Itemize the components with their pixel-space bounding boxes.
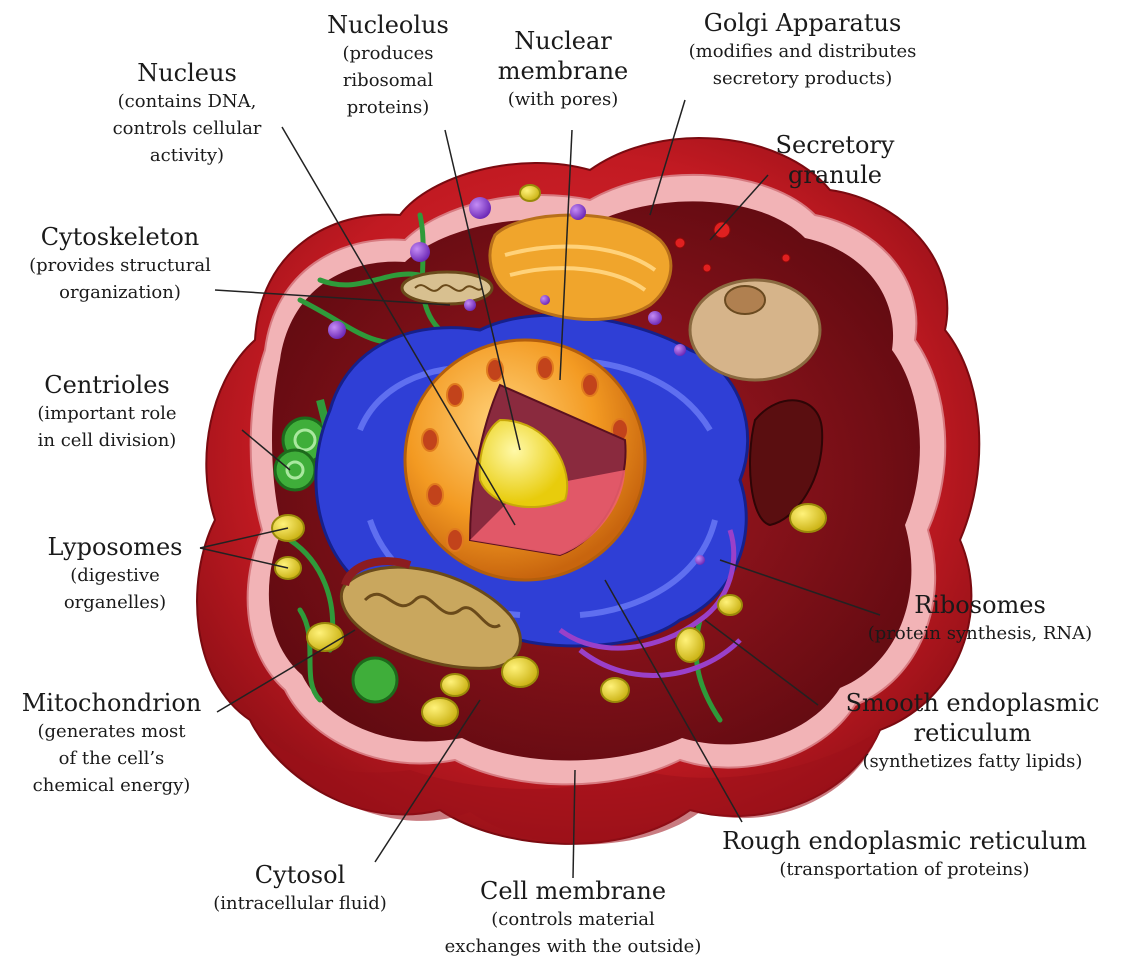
centrioles-desc-1: (important role xyxy=(12,400,202,427)
cell-membrane-desc-2: exchanges with the outside) xyxy=(418,933,728,960)
mitochondrion-desc-2: of the cell’s xyxy=(4,745,219,772)
label-smooth-er: Smooth endoplasmic reticulum (synthetize… xyxy=(825,688,1120,775)
nucleolus-desc-2: ribosomal xyxy=(318,67,458,94)
nuclear-membrane-desc-1: (with pores) xyxy=(488,86,638,113)
nucleolus-title: Nucleolus xyxy=(318,10,458,40)
label-secretory-granule: Secretory granule xyxy=(755,130,915,190)
nucleus-desc-2: controls cellular xyxy=(92,115,282,142)
lyposomes-desc-1: (digestive xyxy=(30,562,200,589)
cytoskeleton-desc-2: organization) xyxy=(0,279,240,306)
rough-er-desc-1: (transportation of proteins) xyxy=(692,856,1117,883)
nuclear-membrane-title-1: Nuclear xyxy=(488,26,638,56)
smooth-er-title-2: reticulum xyxy=(825,718,1120,748)
golgi-tan-shape xyxy=(690,280,820,380)
label-ribosomes: Ribosomes (protein synthesis, RNA) xyxy=(840,590,1120,647)
label-lyposomes: Lyposomes (digestive organelles) xyxy=(30,532,200,616)
label-cytoskeleton: Cytoskeleton (provides structural organi… xyxy=(0,222,240,306)
ribosomes-title: Ribosomes xyxy=(840,590,1120,620)
label-cell-membrane: Cell membrane (controls material exchang… xyxy=(418,876,728,960)
label-nuclear-membrane: Nuclear membrane (with pores) xyxy=(488,26,638,113)
label-golgi: Golgi Apparatus (modifies and distribute… xyxy=(655,8,950,92)
nucleus-title: Nucleus xyxy=(92,58,282,88)
centrioles-title: Centrioles xyxy=(12,370,202,400)
mitochondrion-desc-3: chemical energy) xyxy=(4,772,219,799)
label-centrioles: Centrioles (important role in cell divis… xyxy=(12,370,202,454)
secretory-granule-title-1: Secretory xyxy=(755,130,915,160)
lyposomes-title: Lyposomes xyxy=(30,532,200,562)
golgi-desc-2: secretory products) xyxy=(655,65,950,92)
smooth-er-desc-1: (synthetizes fatty lipids) xyxy=(825,748,1120,775)
cell-membrane-title: Cell membrane xyxy=(418,876,728,906)
label-cytosol: Cytosol (intracellular fluid) xyxy=(190,860,410,917)
label-nucleus: Nucleus (contains DNA, controls cellular… xyxy=(92,58,282,169)
cytosol-title: Cytosol xyxy=(190,860,410,890)
label-mitochondrion: Mitochondrion (generates most of the cel… xyxy=(4,688,219,799)
label-nucleolus: Nucleolus (produces ribosomal proteins) xyxy=(318,10,458,121)
cell-membrane-desc-1: (controls material xyxy=(418,906,728,933)
secretory-granule-title-2: granule xyxy=(755,160,915,190)
nucleus-desc-3: activity) xyxy=(92,142,282,169)
ribosomes-desc-1: (protein synthesis, RNA) xyxy=(840,620,1120,647)
nuclear-membrane-title-2: membrane xyxy=(488,56,638,86)
nucleolus-desc-3: proteins) xyxy=(318,94,458,121)
mitochondrion-desc-1: (generates most xyxy=(4,718,219,745)
smooth-er-title-1: Smooth endoplasmic xyxy=(825,688,1120,718)
label-rough-er: Rough endoplasmic reticulum (transportat… xyxy=(692,826,1117,883)
centrioles-desc-2: in cell division) xyxy=(12,427,202,454)
cytosol-desc-1: (intracellular fluid) xyxy=(190,890,410,917)
lyposomes-desc-2: organelles) xyxy=(30,589,200,616)
golgi-desc-1: (modifies and distributes xyxy=(655,38,950,65)
cytoskeleton-desc-1: (provides structural xyxy=(0,252,240,279)
mitochondrion-title: Mitochondrion xyxy=(4,688,219,718)
cytoskeleton-title: Cytoskeleton xyxy=(0,222,240,252)
nucleus-desc-1: (contains DNA, xyxy=(92,88,282,115)
nucleolus-desc-1: (produces xyxy=(318,40,458,67)
golgi-title: Golgi Apparatus xyxy=(655,8,950,38)
rough-er-title: Rough endoplasmic reticulum xyxy=(692,826,1117,856)
